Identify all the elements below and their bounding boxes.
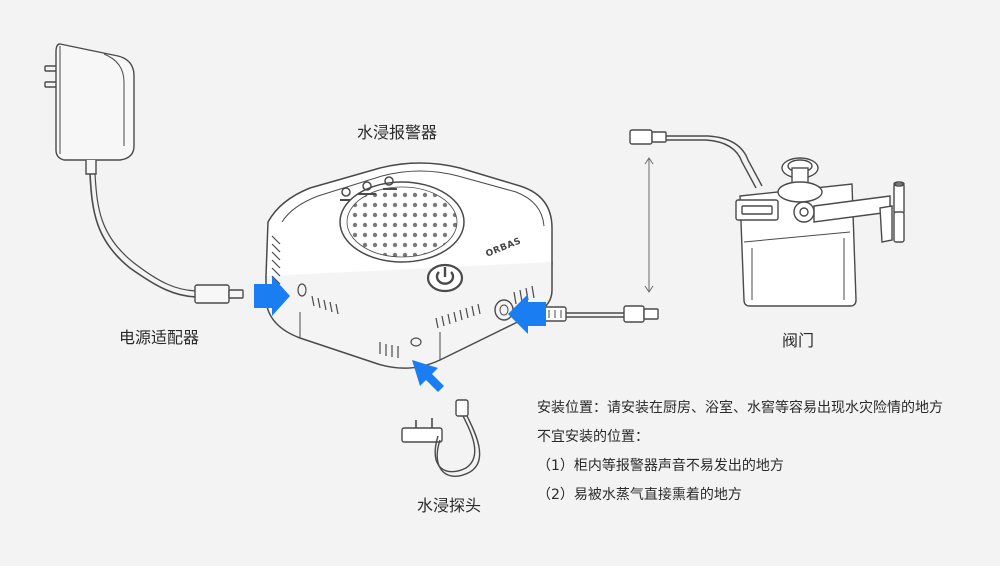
installation-notes: 安装位置：请安装在厨房、浴室、水窖等容易出现水灾险情的地方 不宜安装的位置： （… [537,394,943,510]
label-probe: 水浸探头 [417,496,482,515]
arrow-probe-port [412,360,444,392]
note-install-location: 安装位置：请安装在厨房、浴室、水窖等容易出现水灾险情的地方 [537,400,943,416]
label-adapter: 电源适配器 [119,328,200,347]
power-adapter [44,43,244,304]
arrow-adapter-port [254,276,290,316]
note-avoid-heading: 不宜安装的位置： [537,429,649,445]
arrow-valve-port [508,294,546,334]
note-avoid-1: （1）柜内等报警器声音不易发出的地方 [537,458,784,474]
valve [629,129,905,307]
water-probe [401,399,481,477]
alarm-device [265,162,553,369]
valve-cable [543,305,659,323]
note-avoid-2: （2）易被水蒸气直接熏着的地方 [537,487,742,503]
dimension-line [644,157,654,293]
label-alarm: 水浸报警器 [357,123,438,142]
label-valve: 阀门 [782,331,815,350]
